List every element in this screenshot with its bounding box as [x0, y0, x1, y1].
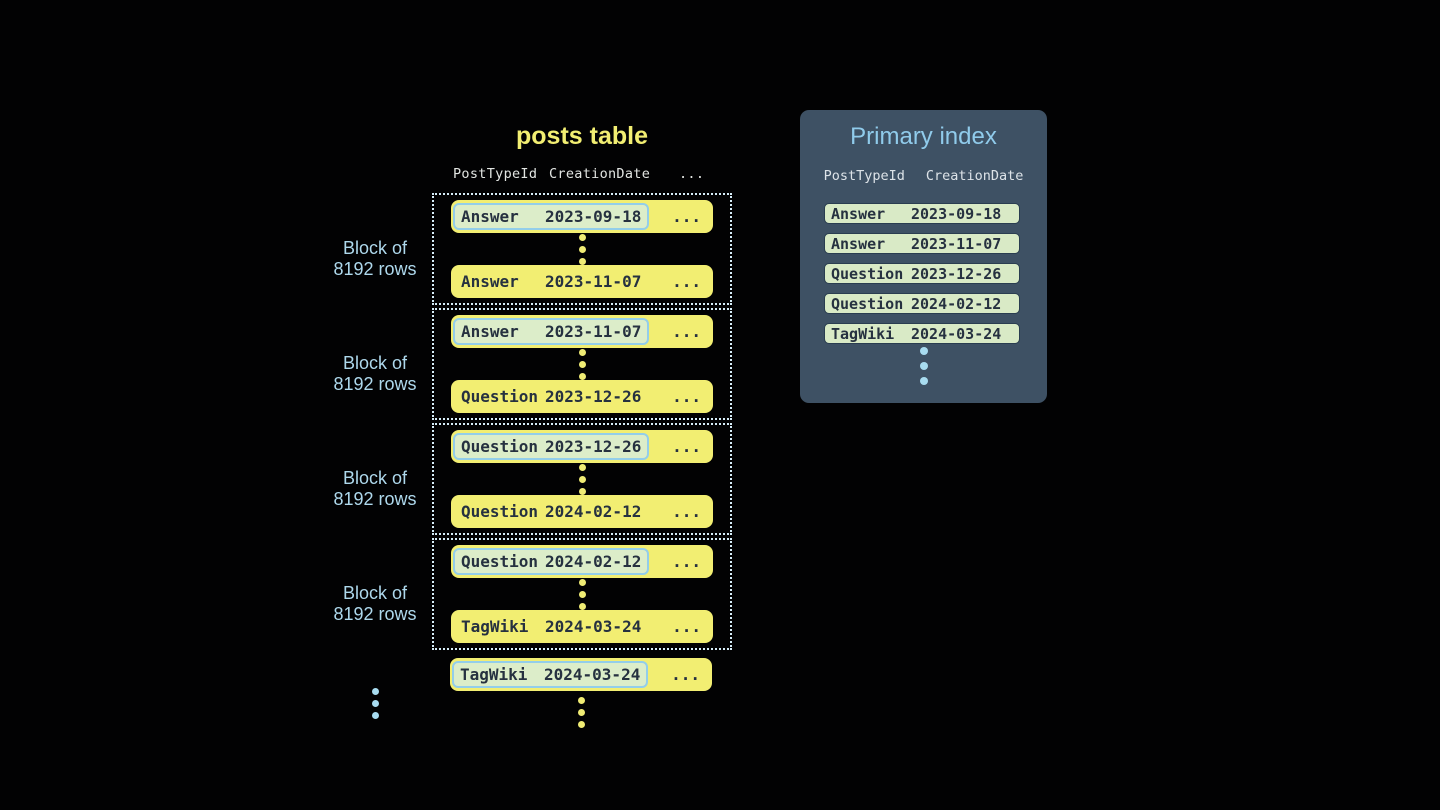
vertical-ellipsis-icon [578, 578, 586, 610]
posts-table-blocks: Block of 8192 rows Answer 2023-09-18 ...… [330, 193, 732, 650]
row-ellipsis: ... [672, 322, 701, 341]
row-ellipsis: ... [672, 272, 701, 291]
indexed-row-highlight: Question 2024-02-12 [453, 548, 650, 575]
table-row: Question 2024-02-12 ... [451, 545, 713, 578]
block-box: Question 2023-12-26 ... Question 2024-02… [432, 423, 732, 535]
column-header-creationdate: CreationDate [549, 166, 651, 182]
table-row: Answer 2023-09-18 ... [451, 200, 713, 233]
index-column-header-creationdate: CreationDate [925, 168, 1024, 184]
posts-table-column-headers: PostTypeId CreationDate ... [453, 166, 704, 182]
table-row: Question 2023-12-26 ... [451, 380, 713, 413]
block-label: Block of 8192 rows [333, 583, 417, 624]
index-entry: Question 2024-02-12 [824, 293, 1020, 314]
row-ellipsis: ... [672, 207, 701, 226]
column-header-posttypeid: PostTypeId [453, 166, 538, 182]
block-row-4: Block of 8192 rows Question 2024-02-12 .… [330, 538, 732, 650]
index-entry: TagWiki 2024-03-24 [824, 323, 1020, 344]
primary-index-title: Primary index [850, 123, 997, 150]
index-entry: Question 2023-12-26 [824, 263, 1020, 284]
block-row-2: Block of 8192 rows Answer 2023-11-07 ...… [330, 308, 732, 420]
block-row-3: Block of 8192 rows Question 2023-12-26 .… [330, 423, 732, 535]
vertical-ellipsis-icon [578, 348, 586, 380]
block-label: Block of 8192 rows [333, 353, 417, 394]
row-ellipsis: ... [672, 552, 701, 571]
indexed-row-highlight: Answer 2023-09-18 [453, 203, 650, 230]
table-row: Question 2024-02-12 ... [451, 495, 713, 528]
more-rows-ellipsis-icon [578, 697, 585, 728]
indexed-row-highlight: TagWiki 2024-03-24 [452, 661, 649, 688]
vertical-ellipsis-icon [578, 233, 586, 265]
row-ellipsis: ... [672, 387, 701, 406]
column-header-ellipsis: ... [679, 166, 705, 182]
block-box: Question 2024-02-12 ... TagWiki 2024-03-… [432, 538, 732, 650]
row-ellipsis: ... [672, 502, 701, 521]
posts-table-title: posts table [516, 122, 648, 150]
block-box: Answer 2023-09-18 ... Answer 2023-11-07 … [432, 193, 732, 305]
primary-index-column-headers: PostTypeId CreationDate [800, 168, 1047, 184]
block-box: Answer 2023-11-07 ... Question 2023-12-2… [432, 308, 732, 420]
index-entry: Answer 2023-09-18 [824, 203, 1020, 224]
table-row: Question 2023-12-26 ... [451, 430, 713, 463]
more-index-entries-ellipsis-icon [919, 347, 928, 385]
block-label: Block of 8192 rows [333, 238, 417, 279]
block-row-1: Block of 8192 rows Answer 2023-09-18 ...… [330, 193, 732, 305]
vertical-ellipsis-icon [578, 463, 586, 495]
table-row: TagWiki 2024-03-24 ... [451, 610, 713, 643]
row-ellipsis: ... [671, 665, 700, 684]
indexed-row-highlight: Question 2023-12-26 [453, 433, 650, 460]
block-label: Block of 8192 rows [333, 468, 417, 509]
index-entry: Answer 2023-11-07 [824, 233, 1020, 254]
indexed-row-highlight: Answer 2023-11-07 [453, 318, 650, 345]
more-blocks-ellipsis-icon [372, 688, 379, 719]
table-row: Answer 2023-11-07 ... [451, 315, 713, 348]
table-row: Answer 2023-11-07 ... [451, 265, 713, 298]
table-row-next-block: TagWiki 2024-03-24 ... [450, 658, 712, 691]
row-ellipsis: ... [672, 437, 701, 456]
primary-index-panel: Primary index PostTypeId CreationDate An… [800, 110, 1047, 403]
primary-index-entries: Answer 2023-09-18 Answer 2023-11-07 Ques… [824, 203, 1020, 344]
index-column-header-posttypeid: PostTypeId [823, 168, 905, 184]
row-ellipsis: ... [672, 617, 701, 636]
